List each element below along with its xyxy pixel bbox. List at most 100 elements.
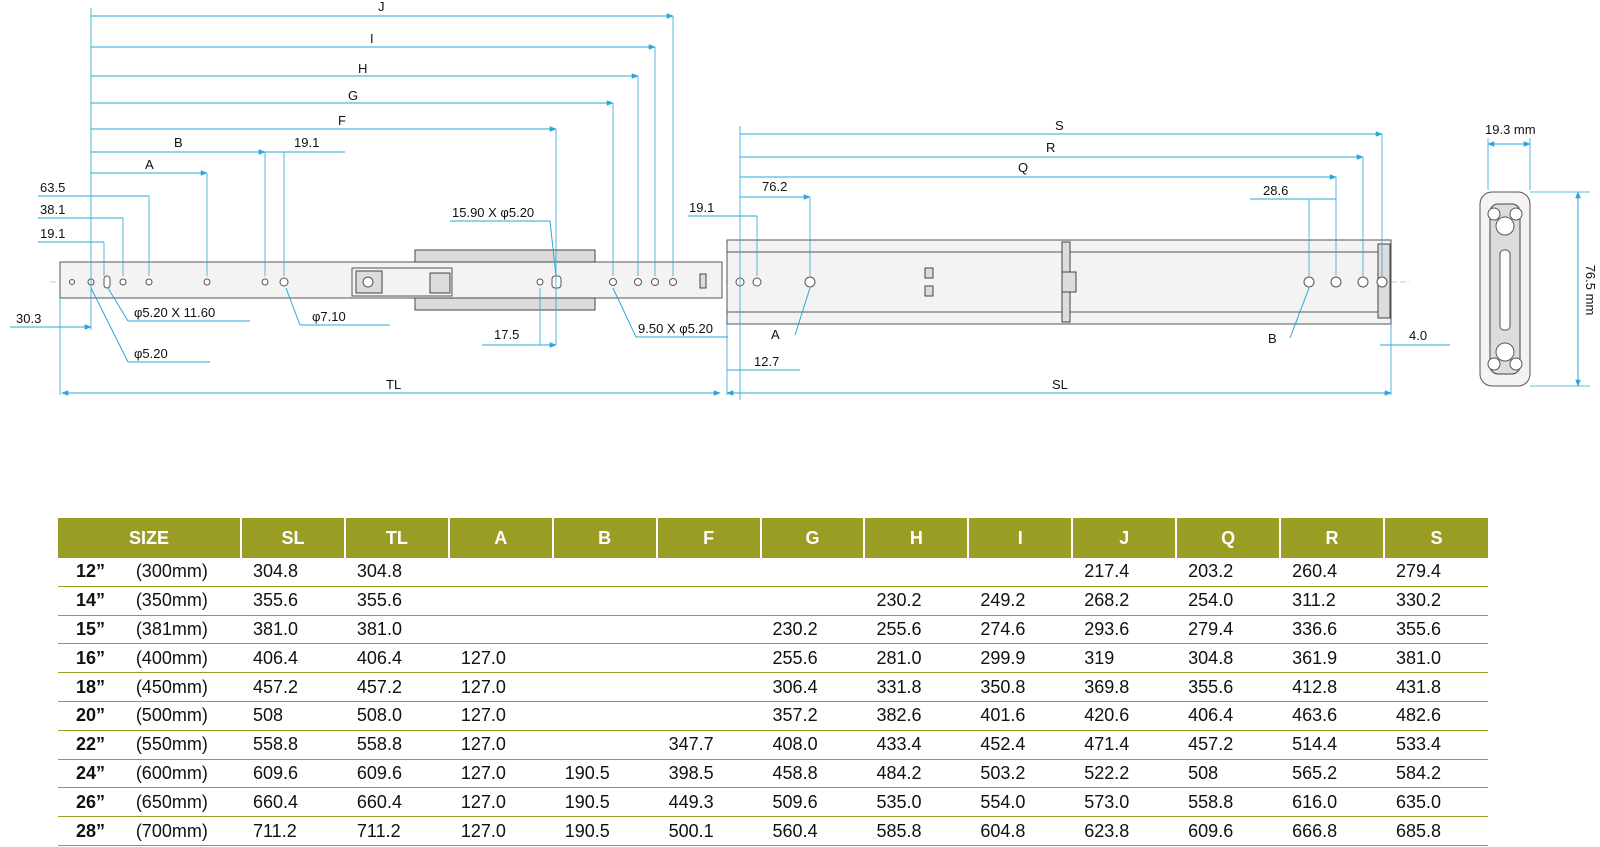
- table-cell: 412.8: [1280, 672, 1384, 702]
- dim-label-30-3: 30.3: [16, 311, 41, 326]
- table-cell: [656, 586, 761, 616]
- table-cell: 330.2: [1383, 586, 1488, 616]
- dim-label-F: F: [338, 113, 346, 128]
- table-cell: 522.2: [1072, 759, 1177, 789]
- table-cell: 554.0: [968, 787, 1073, 818]
- size-inch-cell: 16”: [58, 643, 136, 674]
- table-cell: 660.4: [241, 787, 345, 818]
- table-cell: 398.5: [656, 759, 761, 789]
- table-header-row: SIZE SL TL A B F G H I J Q R S: [58, 518, 1488, 558]
- size-mm-cell: (400mm): [135, 643, 241, 674]
- table-header-h: H: [864, 518, 970, 558]
- table-cell: 609.6: [1176, 816, 1281, 846]
- size-inch-cell: 14”: [58, 586, 136, 616]
- table-cell: 560.4: [760, 816, 865, 846]
- table-cell: 319: [1072, 643, 1177, 674]
- table-cell: 279.4: [1176, 615, 1281, 645]
- table-cell: 685.8: [1383, 816, 1488, 846]
- dim-label-SL: SL: [1052, 377, 1068, 392]
- table-header-s: S: [1383, 518, 1488, 558]
- size-mm-cell: (450mm): [135, 672, 241, 702]
- table-cell: 660.4: [344, 787, 449, 818]
- dim-label-width-19-3: 19.3 mm: [1485, 122, 1536, 137]
- table-cell: [552, 615, 657, 645]
- dim-label-19-1-left: 19.1: [40, 226, 65, 241]
- table-cell: [552, 643, 657, 674]
- size-inch-cell: 20”: [58, 701, 136, 731]
- table-header-tl: TL: [344, 518, 450, 558]
- table-cell: 279.4: [1383, 558, 1488, 587]
- table-cell: [552, 730, 657, 760]
- table-cell: 304.8: [344, 558, 449, 587]
- table-cell: 500.1: [656, 816, 761, 846]
- table-cell: 408.0: [760, 730, 865, 760]
- table-cell: 311.2: [1280, 586, 1384, 616]
- table-cell: 382.6: [864, 701, 969, 731]
- table-cell: 449.3: [656, 787, 761, 818]
- table-header-f: F: [656, 518, 762, 558]
- table-cell: 585.8: [864, 816, 969, 846]
- table-header-r: R: [1280, 518, 1385, 558]
- table-header-size: SIZE: [58, 518, 242, 558]
- table-cell: 484.2: [864, 759, 969, 789]
- size-inch-cell: 15”: [58, 615, 136, 645]
- left-dimensions: J I H G F B 19.1 A 63.5 38.1 19.1 30: [10, 0, 728, 396]
- table-cell: 304.8: [241, 558, 345, 587]
- dim-label-Q: Q: [1018, 160, 1028, 175]
- table-cell: 355.6: [1176, 672, 1281, 702]
- table-cell: 255.6: [760, 643, 865, 674]
- table-cell: 355.6: [1383, 615, 1488, 645]
- table-header-q: Q: [1176, 518, 1282, 558]
- table-header-g: G: [760, 518, 866, 558]
- table-cell: 471.4: [1072, 730, 1177, 760]
- dim-label-76-2: 76.2: [762, 179, 787, 194]
- table-cell: [552, 672, 657, 702]
- table-cell: 431.8: [1383, 672, 1488, 702]
- dim-label-R: R: [1046, 140, 1055, 155]
- table-cell: 127.0: [448, 730, 553, 760]
- table-cell: 355.6: [241, 586, 345, 616]
- table-cell: 127.0: [448, 672, 553, 702]
- table-cell: [968, 558, 1073, 587]
- dim-label-G: G: [348, 88, 358, 103]
- table-cell: 190.5: [552, 816, 657, 846]
- table-cell: 217.4: [1072, 558, 1177, 587]
- size-mm-cell: (350mm): [135, 586, 241, 616]
- table-cell: 535.0: [864, 787, 969, 818]
- table-cell: 230.2: [760, 615, 865, 645]
- table-cell: 355.6: [344, 586, 449, 616]
- table-cell: [760, 558, 865, 587]
- dim-label-TL: TL: [386, 377, 401, 392]
- table-cell: 268.2: [1072, 586, 1177, 616]
- table-cell: 584.2: [1383, 759, 1488, 789]
- table-cell: [552, 558, 657, 587]
- dim-label-A-mid: A: [771, 327, 780, 342]
- size-inch-cell: 24”: [58, 759, 136, 789]
- table-cell: 482.6: [1383, 701, 1488, 731]
- dim-label-I: I: [370, 31, 374, 46]
- table-cell: 299.9: [968, 643, 1073, 674]
- table-cell: [656, 558, 761, 587]
- table-cell: 361.9: [1280, 643, 1384, 674]
- table-cell: 457.2: [241, 672, 345, 702]
- table-header-j: J: [1072, 518, 1178, 558]
- table-cell: 255.6: [864, 615, 969, 645]
- table-cell: 406.4: [1176, 701, 1281, 731]
- table-cell: 573.0: [1072, 787, 1177, 818]
- dim-label-28-6: 28.6: [1263, 183, 1288, 198]
- table-cell: 347.7: [656, 730, 761, 760]
- table-cell: 127.0: [448, 701, 553, 731]
- cabinet-member-view: [725, 239, 1410, 325]
- dim-label-12-7: 12.7: [754, 354, 779, 369]
- table-cell: 304.8: [1176, 643, 1281, 674]
- size-mm-cell: (650mm): [135, 787, 241, 818]
- table-cell: [552, 701, 657, 731]
- callout-slot-520-1160: φ5.20 X 11.60: [134, 305, 215, 320]
- table-cell: 274.6: [968, 615, 1073, 645]
- table-cell: 293.6: [1072, 615, 1177, 645]
- size-mm-cell: (550mm): [135, 730, 241, 760]
- table-cell: 508: [241, 701, 345, 731]
